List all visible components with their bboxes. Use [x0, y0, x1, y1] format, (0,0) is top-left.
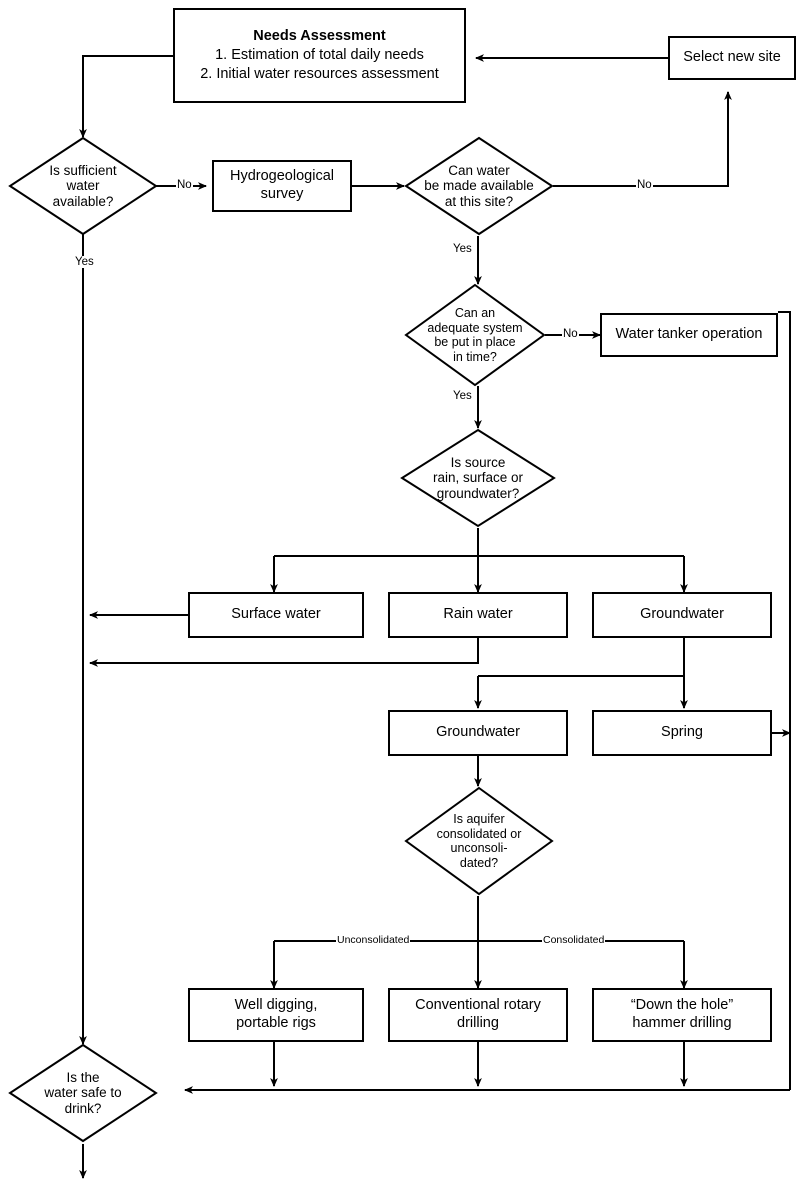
node-spring[interactable]: Spring	[592, 710, 772, 756]
water-tanker-operation-label: Water tanker operation	[615, 326, 763, 343]
node-hydrogeological-survey[interactable]: Hydrogeological survey	[212, 160, 352, 212]
node-surface-water[interactable]: Surface water	[188, 592, 364, 638]
edge-label-no-sufficient: No	[176, 179, 193, 191]
node-is-source-type[interactable]: Is source rain, surface or groundwater?	[400, 428, 556, 528]
node-is-water-safe[interactable]: Is the water safe to drink?	[8, 1043, 158, 1143]
node-can-adequate-system[interactable]: Can an adequate system be put in place i…	[404, 283, 546, 387]
edge-label-yes-sufficient: Yes	[74, 256, 95, 268]
spring-label: Spring	[661, 724, 703, 741]
select-new-site-label: Select new site	[683, 49, 781, 66]
hammer-drilling-label: “Down the hole” hammer drilling	[630, 997, 734, 1031]
is-water-safe-label: Is the water safe to drink?	[44, 1069, 122, 1116]
node-can-water-be-made-available[interactable]: Can water be made available at this site…	[404, 136, 554, 236]
node-rotary-drilling[interactable]: Conventional rotary drilling	[388, 988, 568, 1042]
hydrogeological-survey-label: Hydrogeological survey	[230, 168, 334, 202]
edge-label-consolidated: Consolidated	[542, 934, 606, 946]
is-source-type-label: Is source rain, surface or groundwater?	[432, 454, 524, 501]
needs-assessment-item-1: 1. Estimation of total daily needs	[215, 46, 424, 63]
edge-label-yes-adequate: Yes	[452, 390, 473, 402]
node-groundwater-second[interactable]: Groundwater	[388, 710, 568, 756]
node-is-aquifer-type[interactable]: Is aquifer consolidated or unconsoli- da…	[404, 786, 554, 896]
groundwater-second-label: Groundwater	[436, 724, 520, 741]
can-water-be-made-available-label: Can water be made available at this site…	[424, 162, 534, 209]
rotary-drilling-label: Conventional rotary drilling	[415, 997, 541, 1031]
node-rain-water[interactable]: Rain water	[388, 592, 568, 638]
node-needs-assessment[interactable]: Needs Assessment 1. Estimation of total …	[173, 8, 466, 103]
edge-label-no-adequate: No	[562, 328, 579, 340]
is-aquifer-type-label: Is aquifer consolidated or unconsoli- da…	[436, 812, 522, 870]
edge-label-unconsolidated: Unconsolidated	[336, 934, 411, 946]
groundwater-top-label: Groundwater	[640, 606, 724, 623]
node-is-sufficient-water[interactable]: Is sufficient water available?	[8, 136, 158, 236]
surface-water-label: Surface water	[231, 606, 321, 623]
node-hammer-drilling[interactable]: “Down the hole” hammer drilling	[592, 988, 772, 1042]
needs-assessment-item-2: 2. Initial water resources assessment	[200, 65, 439, 82]
rain-water-label: Rain water	[443, 606, 513, 623]
edge-label-no-site: No	[636, 179, 653, 191]
node-groundwater-top[interactable]: Groundwater	[592, 592, 772, 638]
node-well-digging[interactable]: Well digging, portable rigs	[188, 988, 364, 1042]
node-select-new-site[interactable]: Select new site	[668, 36, 796, 80]
is-sufficient-water-label: Is sufficient water available?	[49, 162, 117, 209]
can-adequate-system-label: Can an adequate system be put in place i…	[427, 306, 523, 364]
node-water-tanker-operation[interactable]: Water tanker operation	[600, 313, 778, 357]
needs-assessment-title: Needs Assessment	[253, 27, 386, 44]
well-digging-label: Well digging, portable rigs	[234, 997, 318, 1031]
edge-label-yes-site: Yes	[452, 243, 473, 255]
